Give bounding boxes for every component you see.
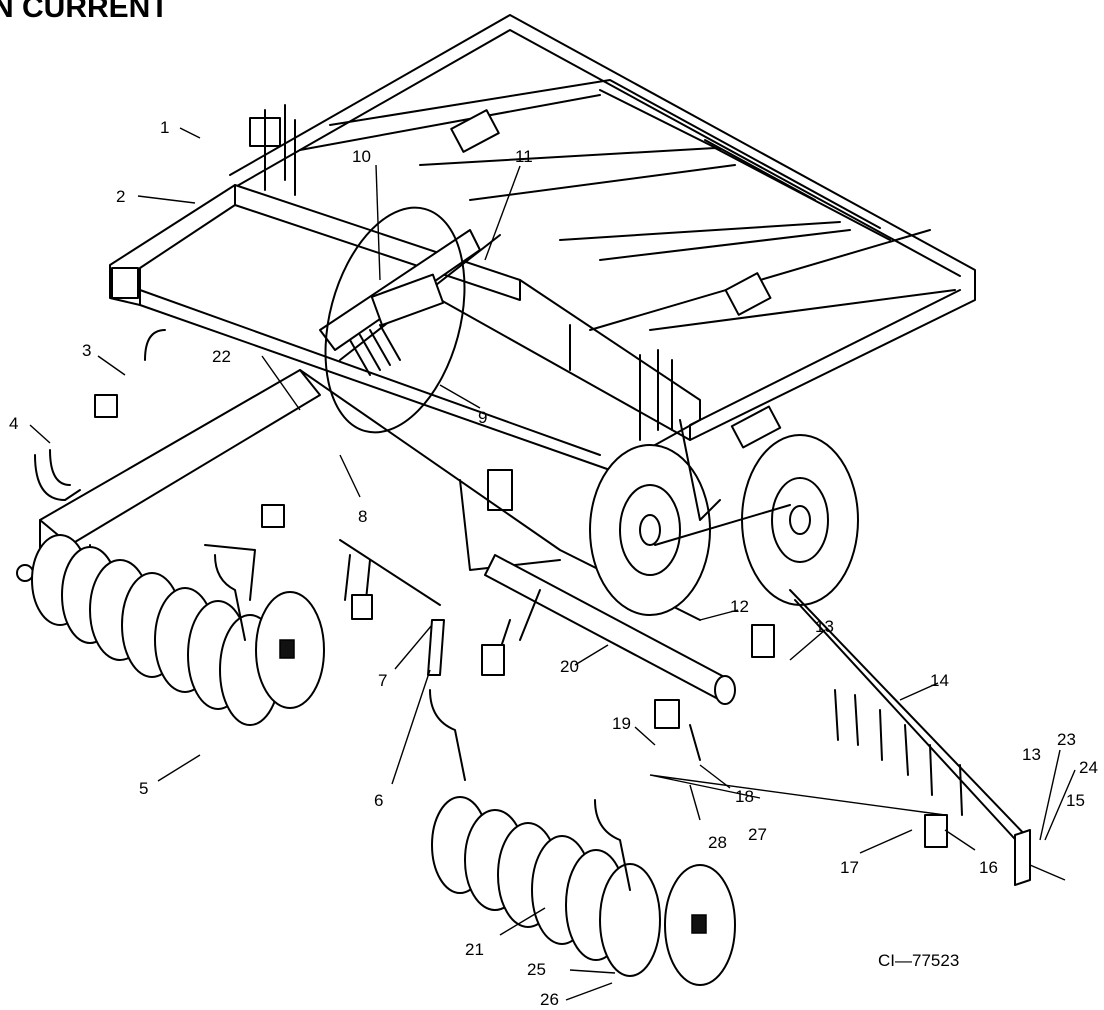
callout-22: 22 bbox=[212, 347, 231, 366]
callout-labels: 1 2 3 4 5 6 7 8 9 10 11 12 13 14 13 23 2… bbox=[9, 118, 1098, 1009]
callout-18: 18 bbox=[735, 787, 754, 806]
callout-8: 8 bbox=[358, 507, 367, 526]
callout-21: 21 bbox=[465, 940, 484, 959]
callout-13a: 13 bbox=[815, 617, 834, 636]
rear-gang-bar bbox=[481, 554, 736, 761]
callout-1: 1 bbox=[160, 118, 169, 137]
callout-15: 15 bbox=[1066, 791, 1085, 810]
callout-17: 17 bbox=[840, 858, 859, 877]
callout-23: 23 bbox=[1057, 730, 1076, 749]
callout-7: 7 bbox=[378, 671, 387, 690]
callout-13b: 13 bbox=[1022, 745, 1041, 764]
rear-frame bbox=[229, 14, 976, 449]
callout-9: 9 bbox=[478, 408, 487, 427]
callout-25: 25 bbox=[527, 960, 546, 979]
page-title: N CURRENT bbox=[0, 0, 169, 24]
callout-2: 2 bbox=[116, 187, 125, 206]
spike-harrow bbox=[751, 589, 1031, 886]
callout-16: 16 bbox=[979, 858, 998, 877]
rear-disk-gang bbox=[429, 689, 736, 986]
callout-14: 14 bbox=[930, 671, 949, 690]
callout-19: 19 bbox=[612, 714, 631, 733]
leader-lines bbox=[29, 127, 1076, 1001]
callout-3: 3 bbox=[82, 341, 91, 360]
callout-11: 11 bbox=[515, 147, 533, 166]
callout-20: 20 bbox=[560, 657, 579, 676]
callout-6: 6 bbox=[374, 791, 383, 810]
callout-26: 26 bbox=[540, 990, 559, 1009]
callout-12: 12 bbox=[730, 597, 749, 616]
callout-10: 10 bbox=[352, 147, 371, 166]
front-disk-gang bbox=[31, 534, 325, 726]
leveler-assembly bbox=[339, 539, 445, 676]
main-toolbar bbox=[16, 104, 701, 621]
transport-wheels bbox=[589, 419, 859, 616]
u-bolt-clamps bbox=[34, 329, 285, 528]
callout-4: 4 bbox=[9, 414, 18, 433]
callout-24: 24 bbox=[1079, 758, 1098, 777]
callout-27: 27 bbox=[748, 825, 767, 844]
callout-5: 5 bbox=[139, 779, 148, 798]
callout-28: 28 bbox=[708, 833, 727, 852]
figure-id: CI—77523 bbox=[878, 951, 959, 970]
